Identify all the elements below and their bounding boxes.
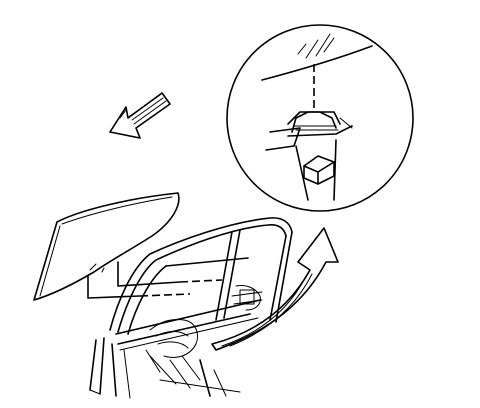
direction-arrow-icon bbox=[109, 92, 171, 139]
alignment-guide-lines bbox=[87, 261, 223, 299]
curved-arrow-icon bbox=[211, 227, 339, 351]
door-frame bbox=[89, 217, 293, 399]
window-glass bbox=[33, 192, 180, 301]
window-regulator bbox=[145, 285, 263, 389]
detail-circle bbox=[226, 24, 414, 212]
